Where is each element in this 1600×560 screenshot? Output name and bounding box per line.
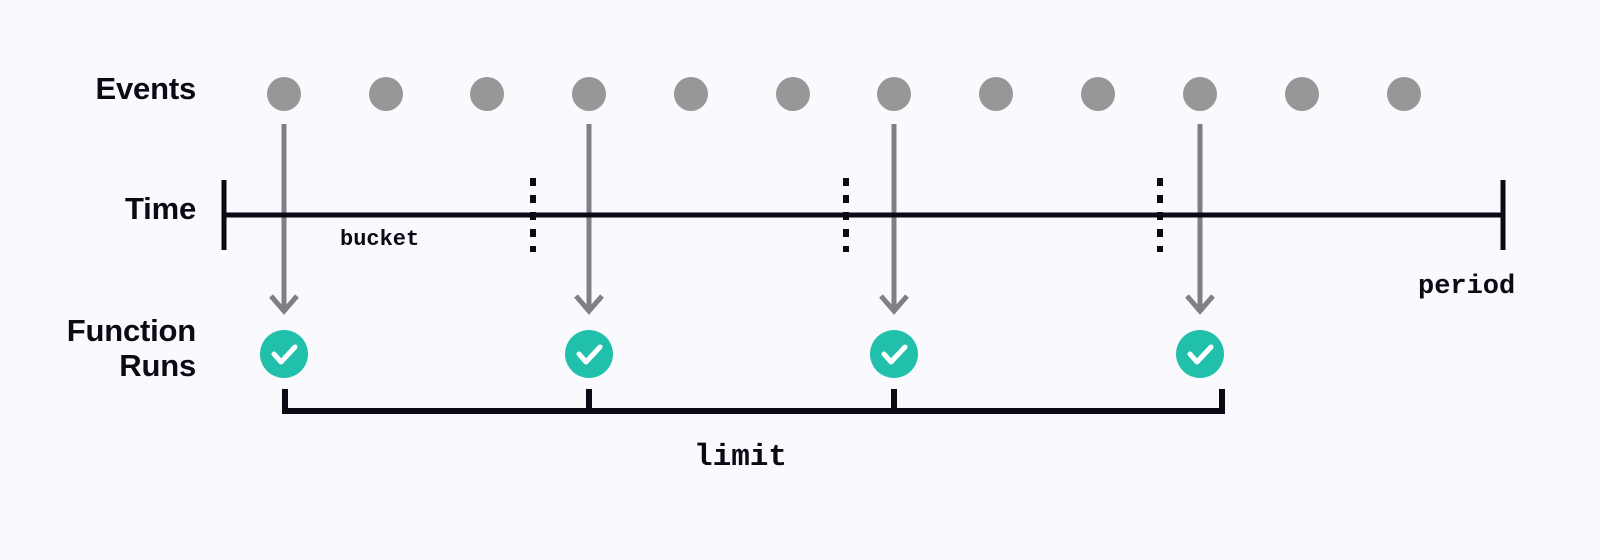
row-label-events: Events: [95, 71, 197, 106]
function-run-check-icon: [260, 330, 308, 378]
event-dot: [979, 77, 1013, 111]
function-run-check-icon: [1176, 330, 1224, 378]
limit-annotation-label: limit: [694, 440, 788, 475]
function-run-circles-group: [260, 330, 1224, 378]
limit-bracket: [282, 389, 1225, 414]
event-dot: [369, 77, 403, 111]
limit-bracket-group: [282, 389, 1225, 414]
bucket-annotation-label: bucket: [340, 227, 420, 252]
function-run-check-icon: [565, 330, 613, 378]
event-dot: [470, 77, 504, 111]
period-annotation-label: period: [1418, 272, 1516, 302]
time-axis-group: [221, 180, 1506, 250]
event-dot: [1285, 77, 1319, 111]
row-label-function-runs: Function Runs: [66, 313, 196, 383]
function-run-check-icon: [870, 330, 918, 378]
event-dot: [674, 77, 708, 111]
row-label-time: Time: [125, 191, 196, 226]
event-dot: [1183, 77, 1217, 111]
event-dot: [877, 77, 911, 111]
event-dot: [267, 77, 301, 111]
event-dots-group: [267, 77, 1421, 111]
event-dot: [776, 77, 810, 111]
event-dot: [1387, 77, 1421, 111]
event-dot: [1081, 77, 1115, 111]
event-dot: [572, 77, 606, 111]
